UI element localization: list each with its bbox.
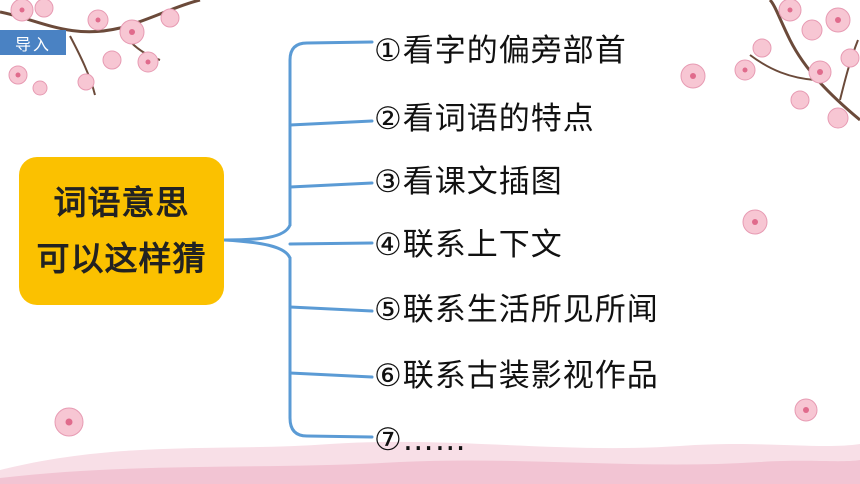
connector-branch-2 [288,119,374,127]
branch-item-6: ⑥联系古装影视作品 [374,358,659,394]
branch-item-4: ④联系上下文 [374,227,563,263]
connector-root-lower [222,238,292,260]
branch-item-7: ⑦…… [374,422,467,458]
branch-item-1: ①看字的偏旁部首 [374,33,627,69]
pink-hills [0,441,860,484]
central-topic-line-1: 词语意思 [53,183,190,222]
connector-branch-5 [288,305,374,313]
connector-branch-3 [288,181,374,189]
section-tag-label: 导入 [14,34,51,54]
section-tag: 导入 [0,30,66,55]
central-topic: 词语意思 可以这样猜 [19,157,224,305]
connector-branch-4 [288,241,374,246]
blossom-branch-top-right [680,0,860,129]
connector-branch-6 [288,371,374,379]
central-topic-line-2: 可以这样猜 [36,239,207,278]
connector-trunk-bottom [288,256,374,439]
connector-trunk [288,40,374,227]
branch-item-2: ②看词语的特点 [374,101,595,137]
blossom-branch-top-left [0,0,201,96]
connector-root [222,223,292,242]
branch-item-5: ⑤联系生活所见所闻 [374,292,659,328]
branch-item-3: ③看课文插图 [374,164,563,200]
